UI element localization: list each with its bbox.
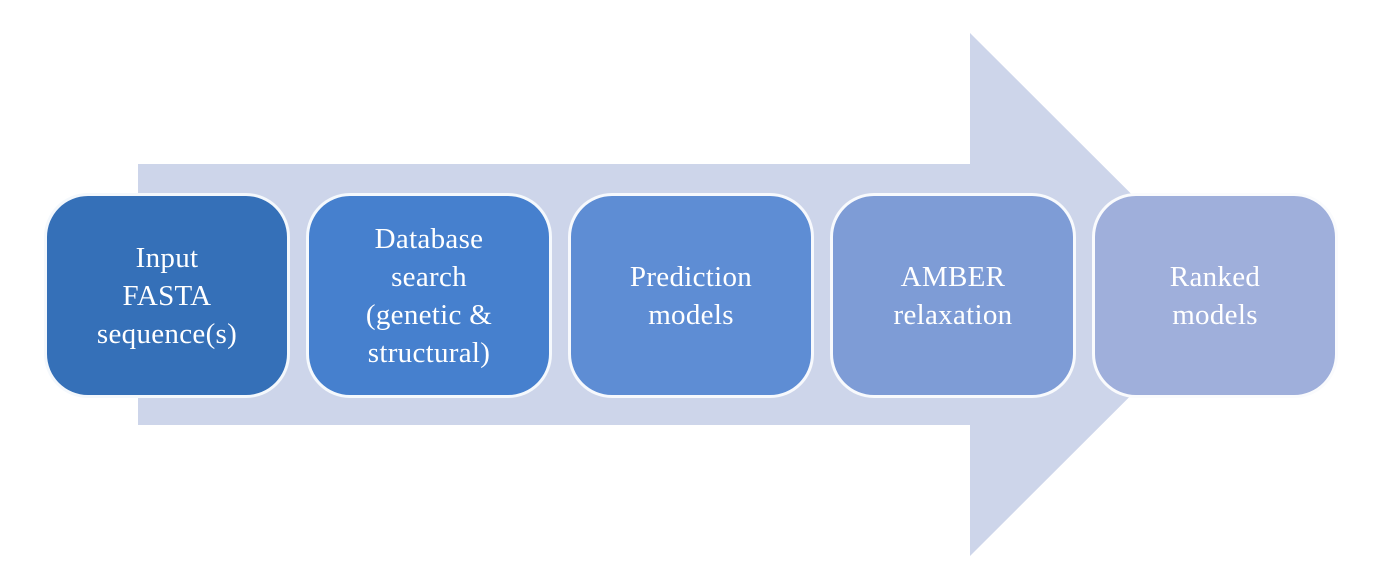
step-database-search: Database search (genetic & structural) xyxy=(306,193,552,398)
step-label-database-search: Database search (genetic & structural) xyxy=(365,222,493,369)
step-prediction-models: Prediction models xyxy=(568,193,814,398)
step-label-amber-relaxation: AMBER relaxation xyxy=(893,260,1013,331)
step-amber-relaxation: AMBER relaxation xyxy=(830,193,1076,398)
step-label-ranked-models: Ranked models xyxy=(1169,260,1261,331)
step-label-prediction-models: Prediction models xyxy=(629,260,753,331)
step-input-fasta-sequence: Input FASTA sequence(s) xyxy=(44,193,290,398)
step-ranked-models: Ranked models xyxy=(1092,193,1338,398)
step-label-input-fasta-sequence: Input FASTA sequence(s) xyxy=(96,241,238,350)
